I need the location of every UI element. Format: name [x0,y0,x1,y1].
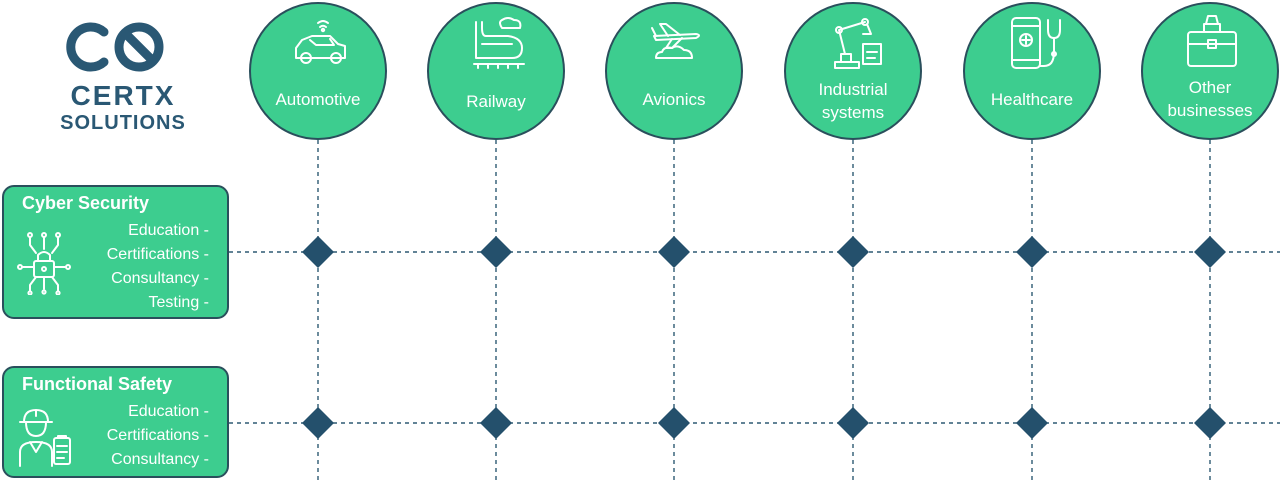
intersection-diamond-r0-c1 [480,236,512,268]
service-cyber-security-title: Cyber Security [22,193,150,213]
circuit-lock-icon [17,232,71,295]
robot-arm-icon [834,18,882,69]
intersection-diamond-r0-c0 [302,236,334,268]
service-cyber-security[interactable]: Cyber Security Education - Certification… [2,185,229,319]
logo-mark-icon [66,22,164,72]
briefcase-icon [1187,15,1237,67]
phone-stethoscope-icon [1011,17,1061,69]
service-item: Certifications - [106,246,209,263]
intersection-diamond-r1-c2 [658,407,690,439]
sector-automotive[interactable]: Automotive [249,2,387,140]
service-functional-safety-title: Functional Safety [22,374,173,394]
engineer-clipboard-icon [19,409,71,467]
intersection-diamond-r0-c5 [1194,236,1226,268]
sector-avionics-label: Avionics [642,90,706,109]
car-icon [295,20,346,64]
intersection-diamond-r0-c3 [837,236,869,268]
service-item: Certifications - [106,427,209,444]
logo-text-solutions: SOLUTIONS [60,112,186,134]
service-cyber-security-items: Education - Certifications - Consultancy… [107,219,209,315]
sector-railway[interactable]: Railway [427,2,565,140]
intersection-diamond-r1-c3 [837,407,869,439]
service-item: Consultancy - [111,270,209,287]
intersection-diamond-r1-c4 [1016,407,1048,439]
service-item: Education - [128,403,209,420]
service-functional-safety[interactable]: Functional Safety Education - Certificat… [2,366,229,478]
intersection-diamond-r0-c4 [1016,236,1048,268]
sector-avionics[interactable]: Avionics [605,2,743,140]
intersection-diamond-r1-c0 [302,407,334,439]
intersection-diamond-r1-c5 [1194,407,1226,439]
intersection-diamond-r1-c1 [480,407,512,439]
train-icon [473,17,525,69]
service-item: Education - [128,222,209,239]
service-item: Testing - [148,294,209,311]
logo-text-certx: CERTX [70,80,176,111]
airplane-icon [651,23,700,59]
sector-automotive-label: Automotive [275,90,361,109]
service-item: Consultancy - [111,451,209,468]
certx-logo: CERTX SOLUTIONS [48,14,198,138]
intersection-diamond-r0-c2 [658,236,690,268]
sector-healthcare-label: Healthcare [990,90,1074,109]
service-functional-safety-items: Education - Certifications - Consultancy… [107,400,209,472]
sector-healthcare[interactable]: Healthcare [963,2,1101,140]
sector-railway-label: Railway [466,92,526,111]
